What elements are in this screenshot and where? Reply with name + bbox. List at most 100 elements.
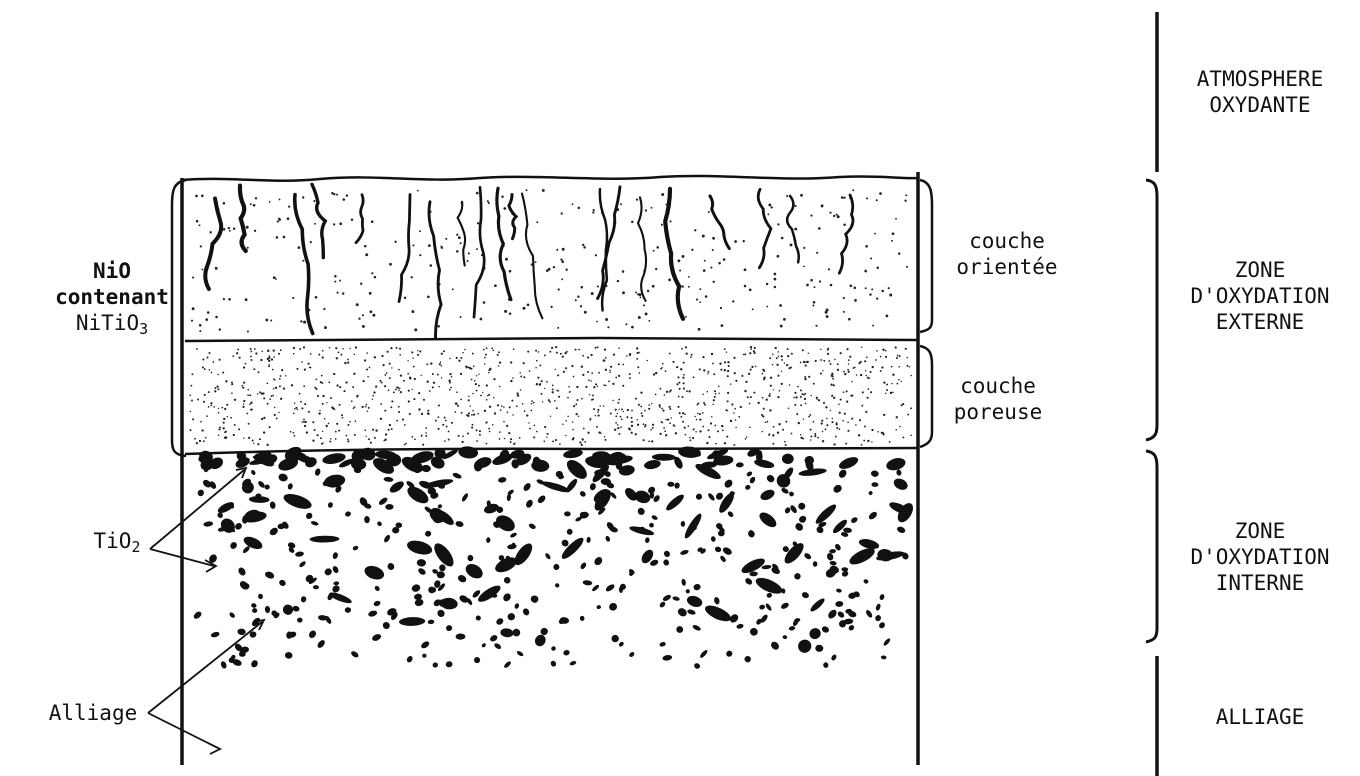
- stipple-dot: [448, 431, 450, 433]
- stipple-dot: [795, 228, 798, 231]
- stipple-dot: [565, 435, 567, 437]
- stipple-dot: [513, 348, 515, 350]
- stipple-dot: [294, 402, 295, 403]
- stipple-dot: [395, 388, 397, 390]
- stipple-dot: [845, 443, 847, 445]
- stipple-dot: [766, 283, 768, 285]
- stipple-dot: [843, 197, 845, 199]
- precipitate: [281, 602, 295, 617]
- stipple-dot: [556, 407, 558, 409]
- stipple-dot: [192, 277, 194, 279]
- stipple-dot: [476, 248, 478, 250]
- stipple-dot: [843, 371, 845, 373]
- stipple-dot: [864, 270, 867, 273]
- stipple-dot: [484, 410, 486, 412]
- stipple-dot: [669, 406, 671, 408]
- precipitate: [722, 546, 734, 556]
- stipple-dot: [629, 377, 631, 379]
- stipple-dot: [858, 362, 860, 364]
- stipple-dot: [833, 443, 835, 445]
- precipitate: [586, 537, 591, 543]
- stipple-dot: [629, 373, 631, 375]
- stipple-dot: [800, 434, 801, 435]
- stipple-dot: [408, 390, 410, 392]
- stipple-dot: [322, 350, 324, 352]
- stipple-dot: [454, 411, 456, 413]
- stipple-dot: [648, 408, 650, 410]
- stipple-dot: [387, 351, 389, 353]
- stipple-dot: [597, 411, 599, 413]
- precipitate: [580, 562, 588, 571]
- stipple-dot: [795, 205, 797, 207]
- stipple-dot: [635, 292, 637, 294]
- stipple-dot: [785, 421, 787, 423]
- stipple-dot: [243, 437, 244, 438]
- precipitate: [566, 528, 572, 535]
- precipitate: [250, 602, 257, 608]
- stipple-dot: [859, 419, 861, 421]
- precipitate: [744, 484, 751, 490]
- stipple-dot: [439, 363, 441, 365]
- stipple-dot: [631, 432, 633, 434]
- stipple-dot: [498, 351, 500, 353]
- stipple-dot: [766, 306, 768, 308]
- stipple-dot: [403, 380, 405, 382]
- stipple-dot: [838, 404, 840, 406]
- stipple-dot: [587, 371, 589, 373]
- stipple-dot: [637, 366, 639, 368]
- stipple-dot: [863, 440, 865, 442]
- precipitate: [850, 516, 859, 524]
- stipple-dot: [659, 406, 661, 408]
- stipple-dot: [409, 413, 411, 415]
- stipple-dot: [800, 396, 802, 398]
- stipple-dot: [699, 368, 701, 370]
- zone-externe-line1: ZONE: [1165, 257, 1355, 283]
- stipple-dot: [199, 330, 201, 332]
- stipple-dot: [785, 444, 787, 446]
- precipitate: [278, 579, 287, 588]
- stipple-dot: [810, 215, 812, 217]
- precipitate: [332, 552, 339, 560]
- stipple-dot: [440, 361, 442, 363]
- stipple-dot: [828, 268, 830, 270]
- precipitate: [713, 596, 720, 605]
- stipple-dot: [777, 375, 779, 377]
- stipple-dot: [831, 421, 833, 423]
- stipple-dot: [504, 310, 507, 313]
- crack-line: [665, 189, 683, 319]
- stipple-dot: [218, 388, 220, 390]
- precipitate: [522, 482, 532, 492]
- stipple-dot: [702, 426, 704, 428]
- stipple-dot: [371, 220, 374, 223]
- stipple-dot: [211, 372, 213, 374]
- stipple-dot: [267, 350, 269, 352]
- stipple-dot: [744, 268, 747, 271]
- stipple-dot: [573, 376, 575, 378]
- stipple-dot: [821, 420, 823, 422]
- stipple-dot: [373, 391, 375, 393]
- precipitate: [718, 531, 725, 537]
- stipple-dot: [724, 369, 726, 371]
- crack-line: [312, 184, 325, 257]
- stipple-dot: [411, 351, 413, 353]
- precipitate: [875, 603, 882, 611]
- stipple-dot: [356, 303, 359, 306]
- stipple-dot: [777, 255, 780, 258]
- stipple-dot: [652, 285, 655, 288]
- stipple-dot: [218, 428, 220, 430]
- stipple-dot: [544, 440, 546, 442]
- stipple-dot: [605, 369, 607, 371]
- stipple-dot: [626, 355, 628, 357]
- precipitate: [424, 530, 432, 538]
- stipple-dot: [468, 252, 470, 254]
- stipple-dot: [744, 390, 746, 392]
- stipple-dot: [370, 442, 372, 444]
- stipple-dot: [457, 405, 459, 407]
- stipple-dot: [365, 436, 366, 437]
- stipple-dot: [390, 406, 392, 408]
- stipple-dot: [748, 373, 750, 375]
- zone-atmosphere-line1: ATMOSPHERE: [1170, 66, 1350, 92]
- precipitate: [719, 555, 727, 563]
- stipple-dot: [592, 394, 594, 396]
- stipple-dot: [702, 412, 704, 414]
